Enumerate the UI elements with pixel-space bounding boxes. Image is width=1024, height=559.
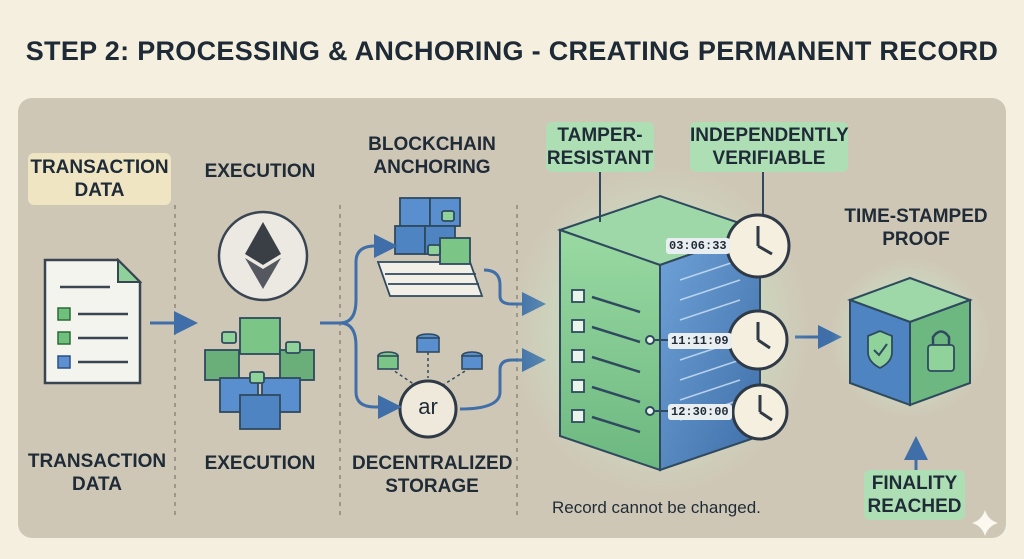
- finality-tag-bg: [864, 470, 965, 520]
- clock-icon-1: [725, 213, 791, 279]
- sparkle-icon: [972, 510, 998, 536]
- document-icon: [43, 257, 143, 385]
- flow-arrows: [150, 234, 928, 478]
- execution-label-bottom: EXECUTION: [204, 453, 316, 474]
- ethereum-icon: [217, 210, 309, 302]
- clock-icon-3: [731, 383, 789, 441]
- timestamp-3: 12:30:00: [668, 404, 732, 420]
- tamper-resistant-label: TAMPER-RESISTANT: [546, 125, 654, 169]
- section-dividers: [174, 205, 518, 520]
- proof-cube-icon: [830, 258, 990, 418]
- clock-icon-2: [727, 309, 789, 371]
- timestamp-1: 03:06:33: [666, 238, 730, 254]
- arweave-logo: ar: [418, 394, 438, 419]
- transaction-tag-bg: [28, 153, 171, 205]
- execution-label-top: EXECUTION: [204, 161, 316, 182]
- timestamp-2: 11:11:09: [668, 333, 732, 349]
- verifiable-tag-bg: [690, 122, 848, 172]
- decentralized-storage-icon: [377, 333, 483, 439]
- execution-blocks-icon: [204, 317, 315, 430]
- tamper-tag-bg: [546, 122, 654, 172]
- record-note: Record cannot be changed.: [552, 498, 761, 517]
- blockchain-anchoring-icon: [376, 197, 484, 297]
- page-title: STEP 2: PROCESSING & ANCHORING - CREATIN…: [25, 36, 999, 66]
